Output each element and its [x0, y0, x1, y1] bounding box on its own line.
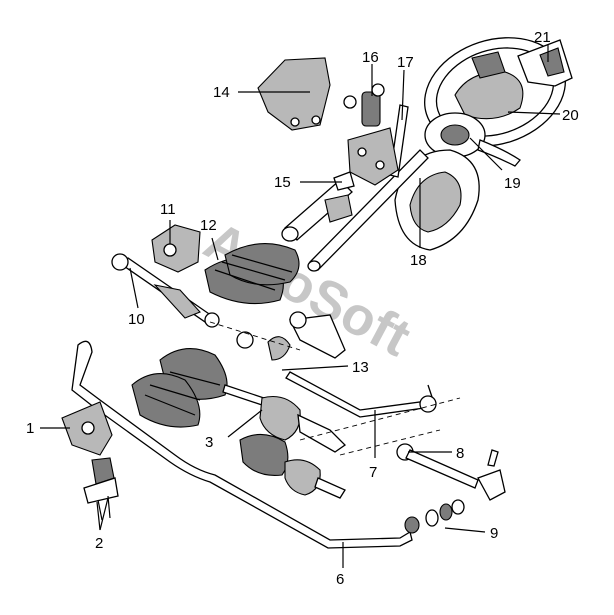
stabilizer-link: [396, 443, 506, 501]
callout-19: 19: [504, 175, 521, 192]
column-bracket: [347, 127, 399, 186]
stabilizer-bar: [71, 340, 413, 549]
callout-10: 10: [128, 311, 145, 328]
callout-2: 2: [95, 535, 103, 552]
bushing-set: [404, 499, 465, 534]
tie-rod-7: [285, 371, 437, 418]
column-lower-cover: [394, 149, 480, 251]
mounting-bracket: [257, 57, 331, 131]
alignment-line: [209, 321, 461, 456]
callout-8: 8: [456, 445, 464, 462]
horn-cover-pad: [517, 39, 573, 87]
steering-gear-housing: [151, 224, 201, 273]
callout-1: 1: [26, 420, 34, 437]
callout-3: 3: [205, 434, 213, 451]
cv-boot-small: [239, 433, 346, 499]
callout-18: 18: [410, 252, 427, 269]
clamp: [83, 457, 119, 521]
tie-rod-10: [111, 253, 220, 328]
callout-12: 12: [200, 217, 217, 234]
callout-11: 11: [160, 201, 176, 218]
callout-16: 16: [362, 49, 379, 66]
callout-13: 13: [352, 359, 369, 376]
callout-7: 7: [369, 464, 377, 481]
cv-boot-large: [131, 348, 228, 428]
drive-axle: [222, 384, 347, 453]
callout-21: 21: [534, 29, 551, 46]
ignition-switch: [343, 83, 385, 127]
rack-boots: [204, 243, 300, 305]
callout-14: 14: [213, 84, 230, 101]
leader-lines: [40, 45, 561, 568]
callout-15: 15: [274, 174, 291, 191]
bushing-bracket: [61, 401, 113, 456]
callout-20: 20: [562, 107, 579, 124]
intermediate-shaft: [281, 171, 355, 242]
steering-column-shroud: [424, 112, 521, 167]
callout-9: 9: [490, 525, 498, 542]
callout-17: 17: [397, 54, 414, 71]
callout-6: 6: [336, 571, 344, 588]
center-link: [236, 311, 346, 361]
